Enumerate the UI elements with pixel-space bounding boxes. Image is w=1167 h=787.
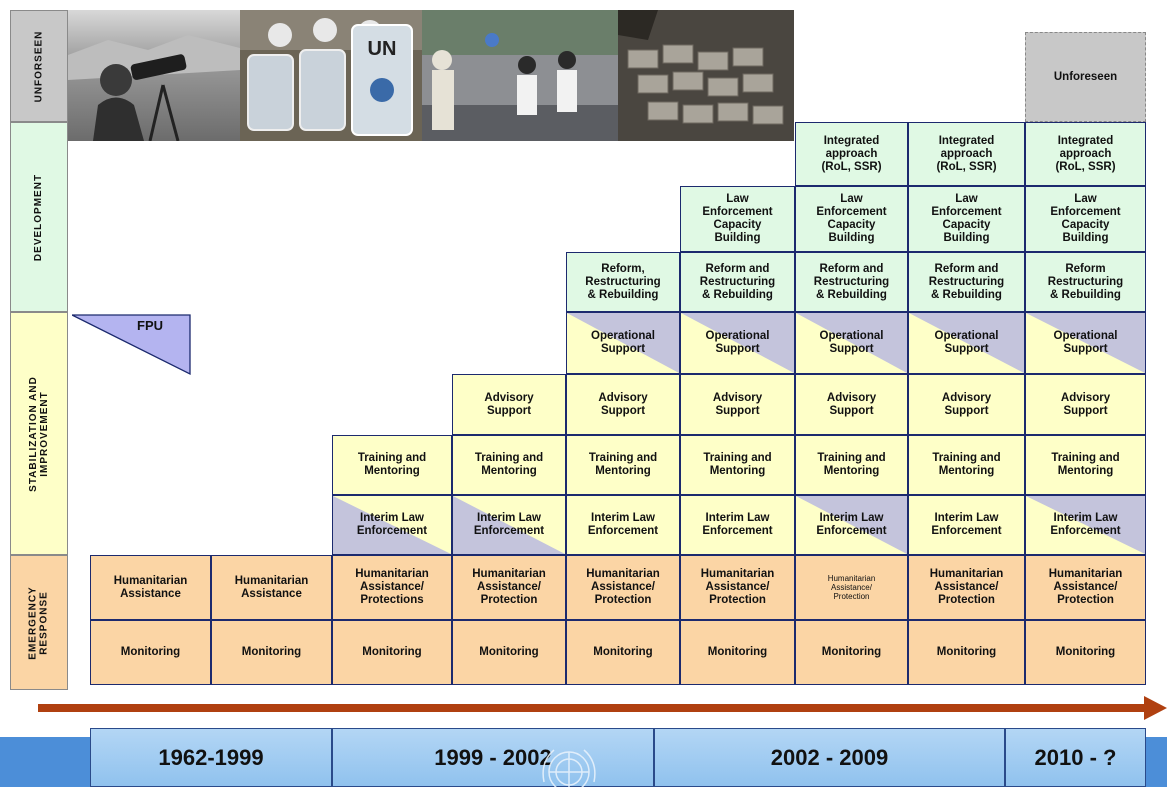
- upper-right-triangle-shade: [681, 313, 794, 373]
- upper-right-triangle-shade: [1026, 496, 1145, 554]
- period-2010: 2010 - ?: [1005, 728, 1146, 787]
- cell-monitoring: Monitoring: [566, 620, 680, 685]
- period-1999-2002: 1999 - 2002: [332, 728, 654, 787]
- timeline-right-stub: [1146, 737, 1167, 787]
- period-2002-2009: 2002 - 2009: [654, 728, 1005, 787]
- lower-left-triangle-shade: [453, 496, 565, 554]
- cell-monitoring: Monitoring: [211, 620, 332, 685]
- photo-peacekeeper-binoculars: [68, 10, 240, 141]
- fpu-triangle: [72, 314, 191, 376]
- cell-monitoring: Monitoring: [1025, 620, 1146, 685]
- upper-right-triangle-shade: [567, 313, 679, 373]
- timeline-left-stub: [0, 737, 90, 787]
- un-emblem-icon: [542, 749, 596, 787]
- photo-un-shields: UN: [240, 10, 422, 141]
- cell-unforeseen: Unforeseen: [1025, 32, 1146, 122]
- period-1962-1999: 1962-1999: [90, 728, 332, 787]
- fpu-label: FPU: [137, 318, 163, 333]
- cell-monitoring: Monitoring: [908, 620, 1025, 685]
- row-label-unforeseen: UNFORSEEN: [10, 10, 68, 122]
- svg-text:UN: UN: [368, 38, 397, 60]
- cell-monitoring: Monitoring: [332, 620, 452, 685]
- upper-right-triangle-shade: [1026, 313, 1145, 373]
- photo-police-training: [422, 10, 618, 141]
- timeline-arrow: [38, 696, 1167, 720]
- cell-reform-restructuring: Reform,Restructuring& Rebuilding: [566, 252, 680, 312]
- cell-monitoring: Monitoring: [680, 620, 795, 685]
- cell-monitoring: Monitoring: [452, 620, 566, 685]
- upper-right-triangle-shade: [796, 496, 907, 554]
- upper-right-triangle-shade: [796, 313, 907, 373]
- lower-left-triangle-shade: [333, 496, 451, 554]
- row-label-development: DEVELOPMENT: [10, 122, 68, 312]
- cell-monitoring: Monitoring: [795, 620, 908, 685]
- cell-monitoring: Monitoring: [90, 620, 211, 685]
- photo-seized-packages: [618, 10, 794, 141]
- upper-right-triangle-shade: [909, 313, 1024, 373]
